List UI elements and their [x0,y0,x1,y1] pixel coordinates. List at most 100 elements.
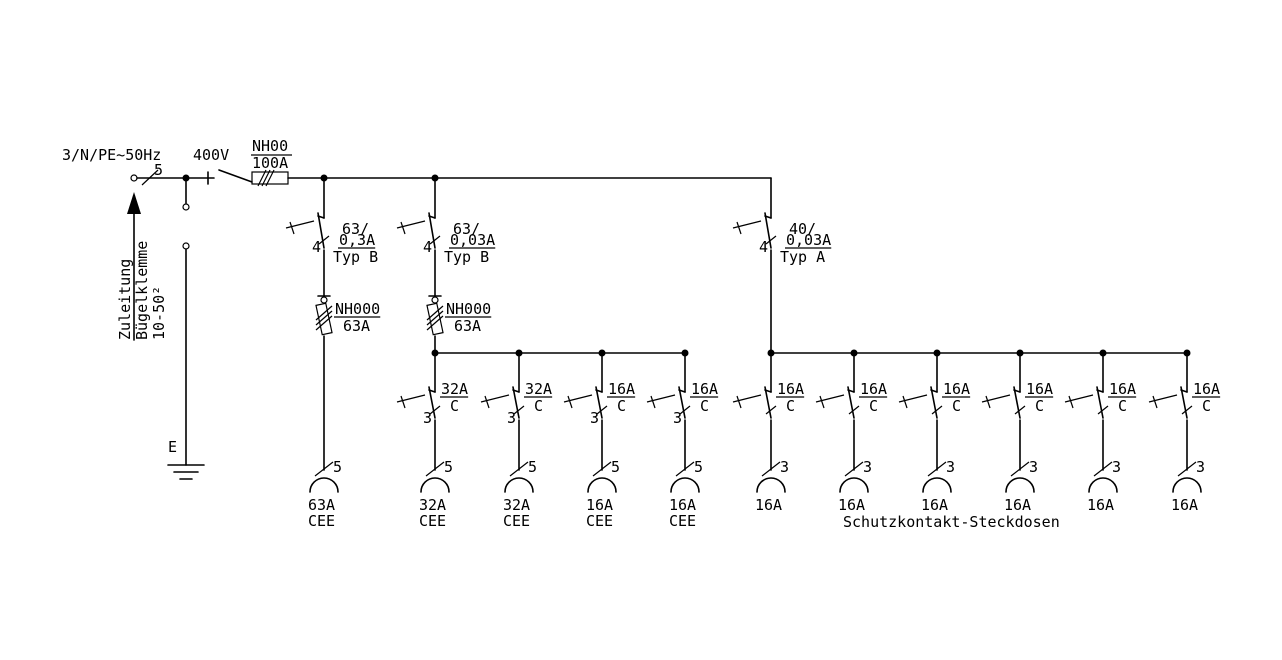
fuse-type: NH000 [335,300,380,318]
breaker-characteristic: C [450,397,459,415]
breaker-latch [819,395,825,409]
breaker-latch [400,395,406,409]
rcd-sensitivity: 0,03A [450,231,495,249]
outlet-6-pole-count: 3 [863,458,872,476]
outlet-3-rating: 16A [586,496,613,514]
rcd-pole-count: 4 [312,238,321,256]
rcd-tick [429,235,441,245]
outlet-direct-pole-tick [314,461,334,477]
outlet-direct-socket-icon [309,477,339,493]
incomer-pole-tick [141,169,159,186]
fuse-hatch-3 [426,315,444,331]
outlet-2-kind: CEE [503,512,530,530]
breaker-latch [484,395,490,409]
rcd-blade [764,212,772,249]
outlet-5-socket-icon [756,477,786,493]
main-fuse-rating: 100A [252,154,288,172]
rcd-lever [732,220,762,229]
outlet-6-rating: 16A [838,496,865,514]
breaker-tick [1097,405,1109,415]
outlet-9-pole-tick [1093,461,1113,477]
breaker-rating: 16A [1109,380,1136,398]
outlet-8-pole-count: 3 [1029,458,1038,476]
breaker-pole-count: 3 [423,409,432,427]
breaker-tick [596,405,608,415]
breaker-rating: 16A [860,380,887,398]
outlet-7-pole-count: 3 [946,458,955,476]
breaker-blade [1096,386,1104,419]
breaker-characteristic: C [617,397,626,415]
rcd-type: Typ B [444,248,489,266]
breaker-lever [898,394,928,403]
fuse-terminal [431,296,439,304]
breaker-symbol [815,386,860,419]
outlet-3-pole-count: 5 [611,458,620,476]
outlet-2-pole-tick [509,461,529,477]
outlet-8-socket-icon [1005,477,1035,493]
incomer-pole-count: 5 [154,161,163,179]
outlet-1-socket-icon [420,477,450,493]
supply-system-label: 3/N/PE~50Hz [62,146,161,164]
feed-label-line3: 10-50² [150,286,168,340]
outlet-6-pole-tick [844,461,864,477]
breaker-tick [931,405,943,415]
breaker-lever [815,394,845,403]
breaker-symbol [396,386,441,419]
main-fuse-type: NH00 [252,137,288,155]
fuse-type: NH000 [446,300,491,318]
breaker-pole-count: 3 [507,409,516,427]
breaker-blade [512,386,520,419]
breaker-characteristic: C [869,397,878,415]
rcd-latch [400,221,406,235]
breaker-symbol [898,386,943,419]
rcd-rating: 63/ [453,220,480,238]
rcd-sensitivity: 0,03A [786,231,831,249]
breaker-rating: 32A [525,380,552,398]
rcd-tick [765,235,777,245]
supply-terminal [130,174,138,182]
rcd-rating: 63/ [342,220,369,238]
outlet-1-kind: CEE [419,512,446,530]
outlet-2-socket-icon [504,477,534,493]
outlet-5-rating: 16A [755,496,782,514]
fuse-terminal [320,296,328,304]
breaker-symbol [1148,386,1193,419]
outlet-10-rating: 16A [1171,496,1198,514]
outlet-4-pole-count: 5 [694,458,703,476]
supply-section: 3/N/PE~50Hz 400V 5 Zuleitung Bügelklemme… [62,137,772,480]
fuse-hatch-1 [426,305,444,321]
supply-voltage-label: 400V [193,146,229,164]
rcd-lever [396,220,426,229]
breaker-rating: 16A [943,380,970,398]
breaker-rating: 32A [441,380,468,398]
breaker-tick [1181,405,1193,415]
breaker-tick [513,405,525,415]
outlet-6: 3 16A [838,458,872,514]
outlet-10-pole-count: 3 [1196,458,1205,476]
outlet-9-socket-icon [1088,477,1118,493]
breaker-characteristic: C [534,397,543,415]
fuse-hatch-3 [315,315,333,331]
pe-terminal-bottom [182,242,190,250]
breaker-blade [847,386,855,419]
schuko-group-label: Schutzkontakt-Steckdosen [843,513,1060,531]
earth-label: E [168,438,177,456]
breaker-characteristic: C [1202,397,1211,415]
